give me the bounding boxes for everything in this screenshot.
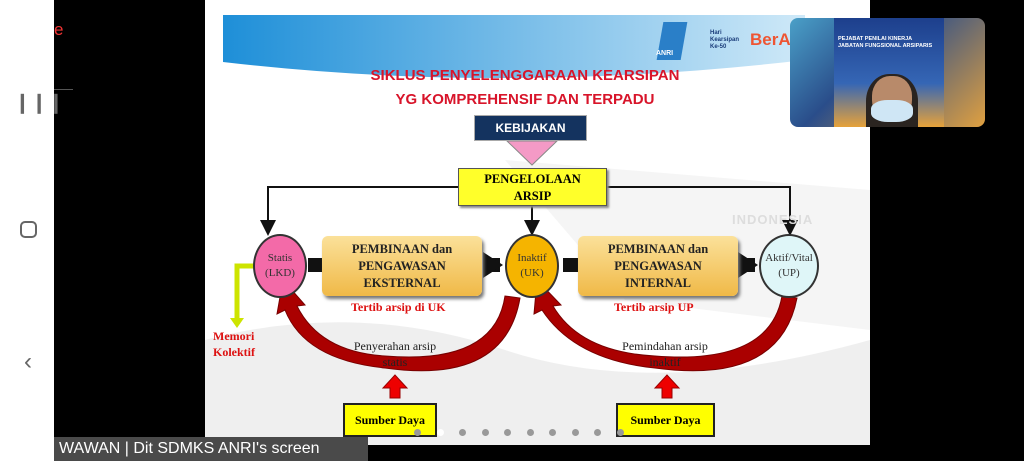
brand-text: BerA [750, 30, 791, 49]
pagination-dot[interactable] [594, 429, 601, 436]
circle-inaktif: Inaktif(UK) [505, 234, 559, 298]
sumber-daya-left: Sumber Daya [343, 403, 437, 437]
pagination-dot[interactable] [459, 429, 466, 436]
pagination-dot[interactable] [436, 429, 444, 436]
pagination-dot[interactable] [549, 429, 556, 436]
pagination-dot[interactable] [414, 429, 421, 436]
circle-aktif-vital: Aktif/Vital(UP) [759, 234, 819, 298]
anri-logo-text: ANRI [656, 50, 674, 57]
pink-arrow [505, 140, 559, 166]
android-nav-bar: ❙❙❙ ‹ [0, 0, 65, 461]
divider [54, 89, 73, 90]
sumber-daya-right: Sumber Daya [616, 403, 715, 437]
home-icon[interactable] [14, 218, 42, 241]
up-arrow-right [653, 374, 681, 399]
kebijakan-box: KEBIJAKAN [474, 115, 587, 141]
partial-text: e [54, 20, 64, 39]
map-label: INDONESIA [732, 212, 814, 227]
recent-apps-icon[interactable]: ❙❙❙ [14, 92, 65, 114]
pemindahan-arrow [533, 278, 798, 372]
tertib-up-label: Tertib arsip UP [614, 300, 694, 314]
circle-statis: Statis(LKD) [253, 234, 307, 298]
tertib-uk-label: Tertib arsip di UK [351, 300, 446, 314]
up-arrow-left [381, 374, 409, 399]
screen-share-label: WAWAN | Dit SDMKS ANRI's screen [54, 437, 368, 461]
pagination-dot[interactable] [571, 429, 579, 436]
back-icon[interactable]: ‹ [24, 348, 32, 375]
pagination-dot[interactable] [616, 429, 624, 436]
banner [223, 15, 805, 79]
pagination-dot[interactable] [504, 429, 511, 436]
pagination-dot[interactable] [526, 429, 534, 436]
pagination-dot[interactable] [481, 429, 489, 436]
face-mask [871, 100, 913, 122]
